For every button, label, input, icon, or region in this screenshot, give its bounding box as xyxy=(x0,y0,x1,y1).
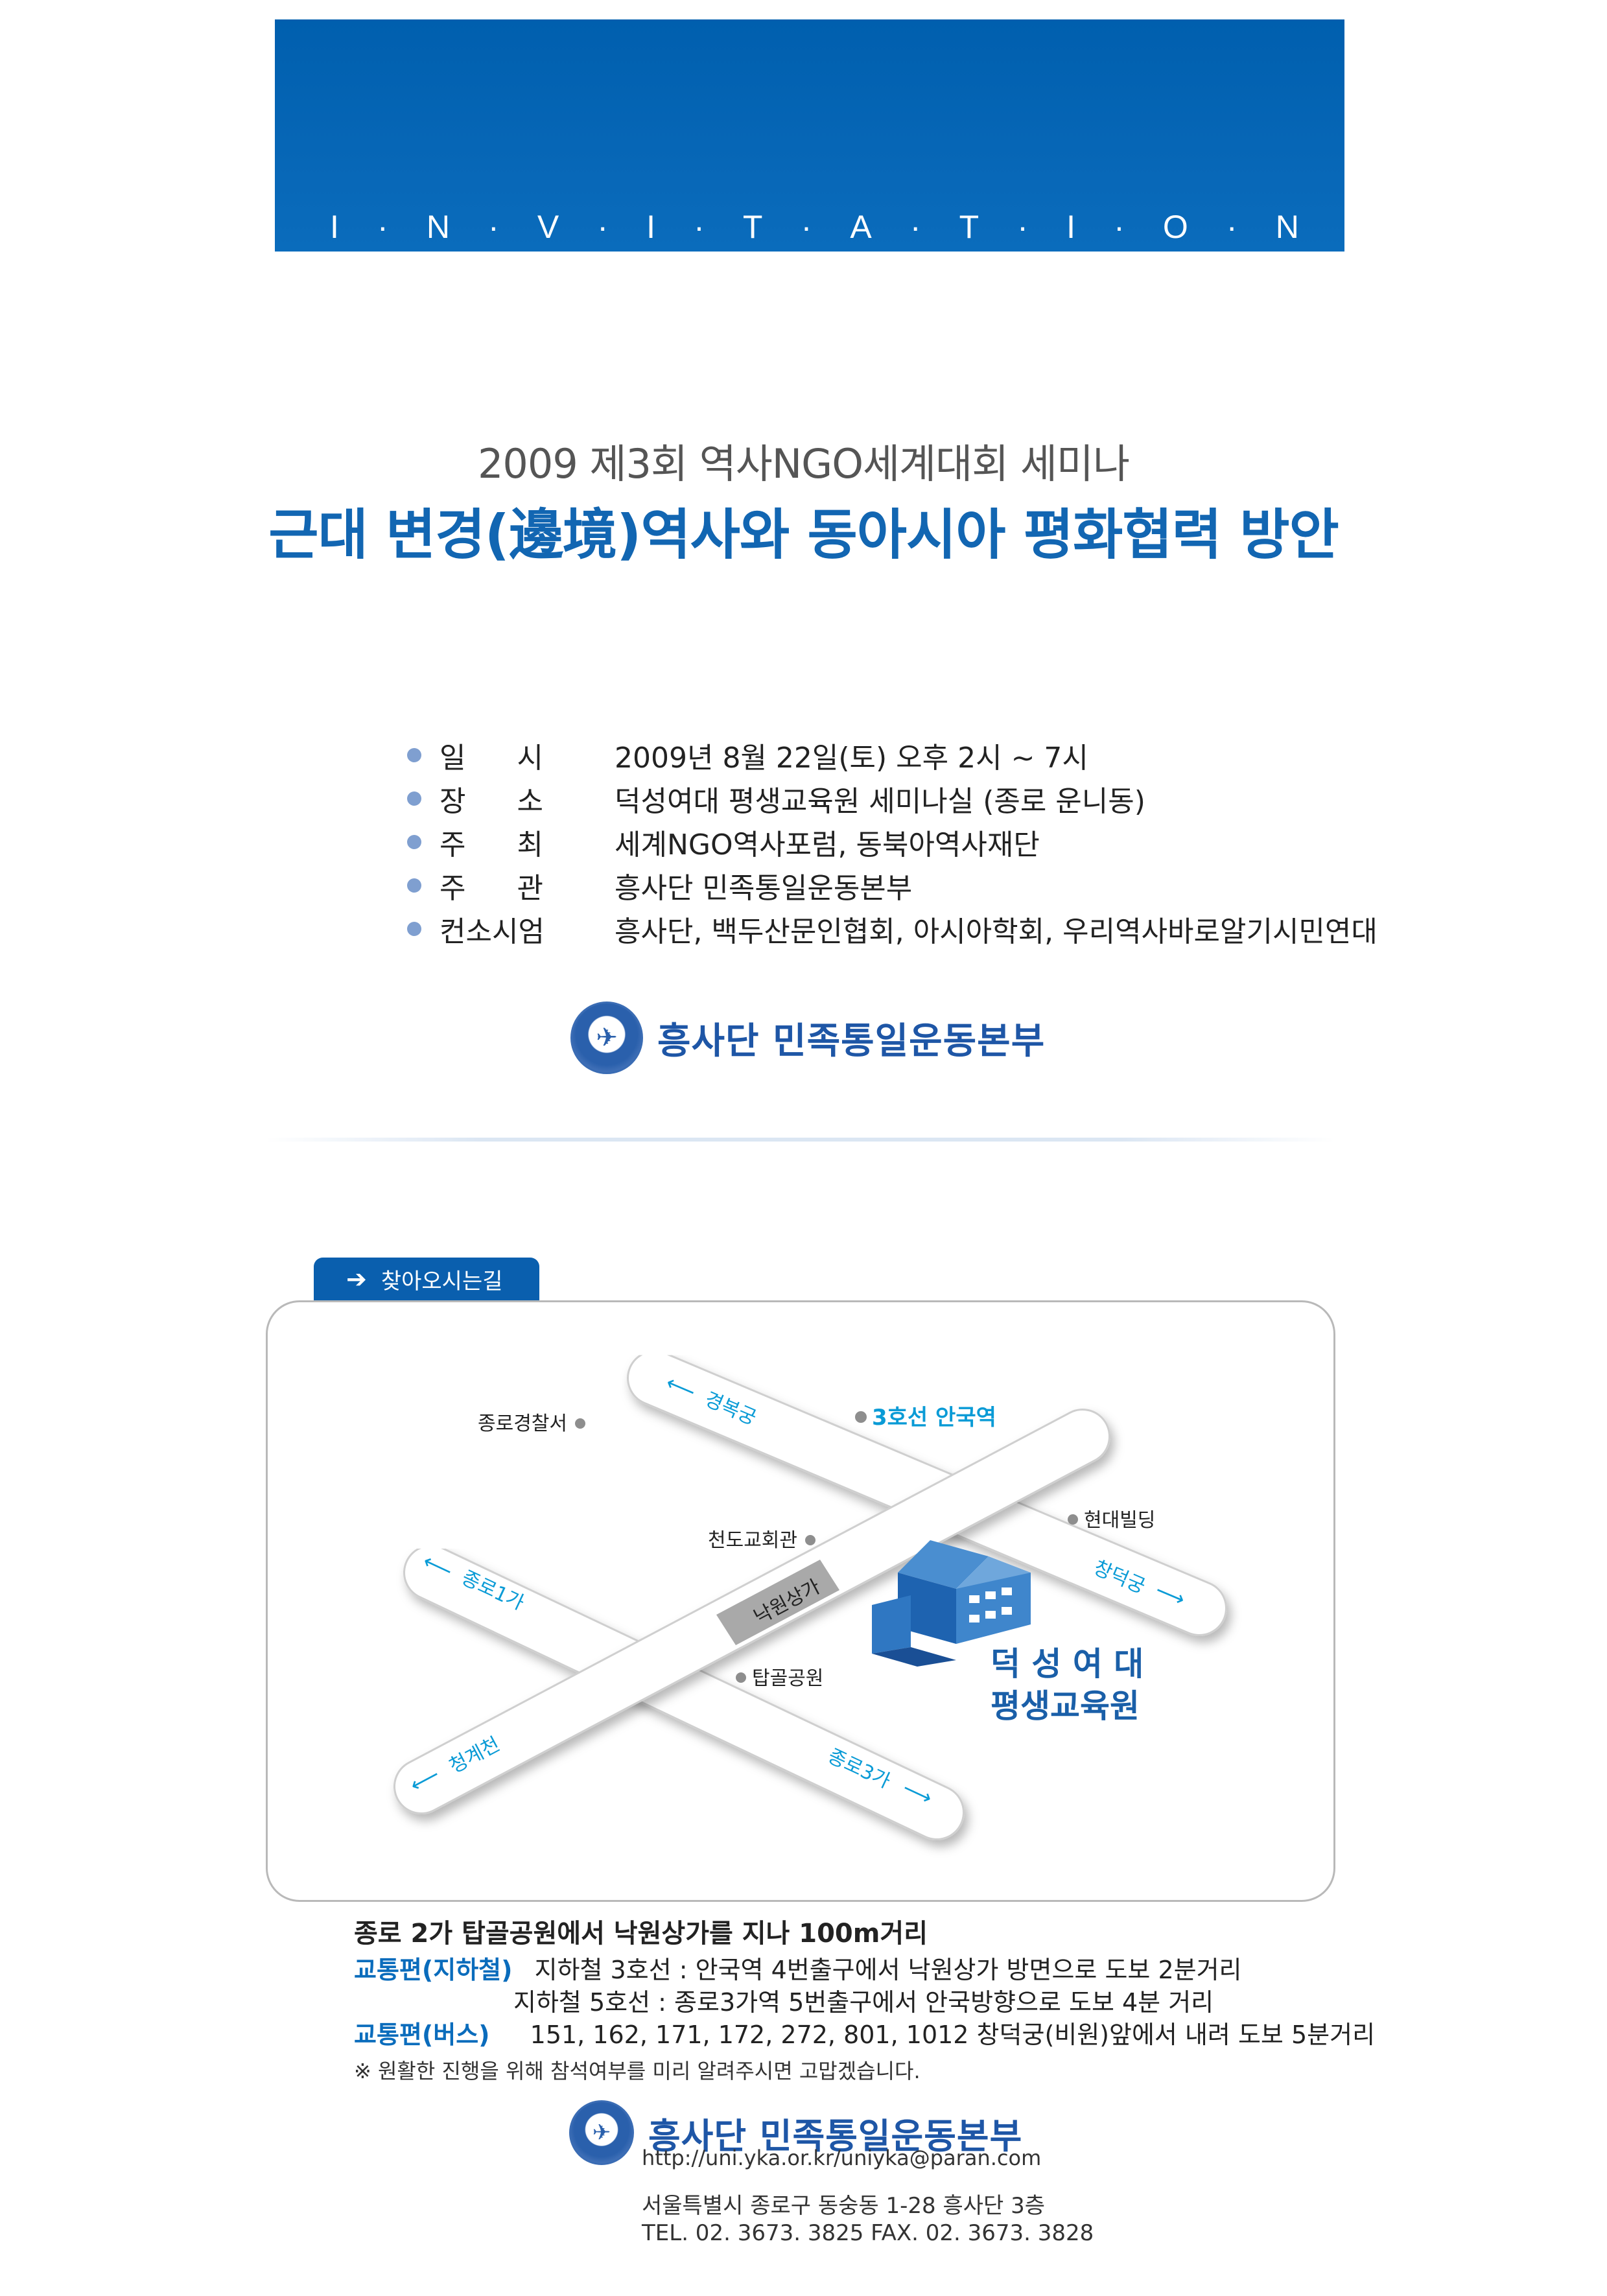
letter: · xyxy=(1114,209,1125,245)
subway-text-1: 지하철 3호선 : 안국역 4번출구에서 낙원상가 방면으로 도보 2분거리 xyxy=(534,1956,1242,1984)
letter: · xyxy=(597,209,608,245)
info-row-consortium: 컨소시엄 흥사단, 백두산문인협회, 아시아학회, 우리역사바로알기시민연대 xyxy=(407,909,1378,948)
footer-logo: ✈ 흥사단 민족통일운동본부 xyxy=(569,2100,1022,2165)
label-char: 소 xyxy=(517,785,543,818)
bullet-icon xyxy=(407,922,421,936)
letter: N xyxy=(1275,209,1299,245)
letter: · xyxy=(801,209,812,245)
bus-key: 교통편(버스) xyxy=(354,2021,490,2049)
bullet-icon xyxy=(407,748,421,762)
label-char: 최 xyxy=(517,828,543,861)
letter: · xyxy=(377,209,388,245)
info-value: 2009년 8월 22일(토) 오후 2시 ~ 7시 xyxy=(615,742,1088,775)
directions-headline: 종로 2가 탑골공원에서 낙원상가를 지나 100m거리 xyxy=(354,1919,928,1949)
bullet-icon xyxy=(407,791,421,806)
label-text: 3호선 안국역 xyxy=(872,1405,996,1431)
directions-tab-label: 찾아오시는길 xyxy=(381,1268,503,1294)
letter: I xyxy=(646,209,655,245)
label-text: 천도교회관 xyxy=(708,1529,797,1552)
label-text: 현대빌딩 xyxy=(1084,1509,1155,1532)
letter: T xyxy=(742,209,763,245)
letter: A xyxy=(850,209,872,245)
seminar-subtitle: 2009 제3회 역사NGO세계대회 세미나 xyxy=(477,440,1130,487)
section-divider xyxy=(266,1138,1335,1142)
map-point-cheondo: 천도교회관 xyxy=(708,1529,815,1552)
label-char: 장 xyxy=(440,785,466,818)
directions-tab: ➔ 찾아오시는길 xyxy=(314,1258,539,1300)
letter: · xyxy=(1226,209,1238,245)
label-text: 평생교육원 xyxy=(991,1687,1140,1725)
label-text: 종로경찰서 xyxy=(478,1412,567,1435)
map-target-label: 덕 성 여 대 평생교육원 xyxy=(991,1645,1144,1725)
subway-line-1: 교통편(지하철) 지하철 3호선 : 안국역 4번출구에서 낙원상가 방면으로 … xyxy=(354,1950,1242,1986)
info-value: 덕성여대 평생교육원 세미나실 (종로 운니동) xyxy=(615,785,1145,818)
org-logo: ✈ 흥사단 민족통일운동본부 xyxy=(570,1002,1045,1074)
label-text: 덕 성 여 대 xyxy=(991,1645,1144,1683)
info-value: 세계NGO역사포럼, 동북아역사재단 xyxy=(615,828,1040,861)
emblem-icon: ✈ xyxy=(570,1002,643,1074)
label-text: 탑골공원 xyxy=(752,1667,823,1690)
label-char: 관 xyxy=(517,872,543,905)
letter: · xyxy=(488,209,499,245)
letter: V xyxy=(537,209,559,245)
org-name: 흥사단 민족통일운동본부 xyxy=(657,1020,1046,1062)
label-char: 시 xyxy=(517,742,543,775)
map-point-jongno-police: 종로경찰서 xyxy=(478,1412,585,1435)
letter: · xyxy=(1017,209,1028,245)
footer-address: 서울특별시 종로구 동숭동 1-28 흥사단 3층 xyxy=(642,2193,1046,2219)
letter: T xyxy=(959,209,979,245)
subway-line-2: 지하철 5호선 : 종로3가역 5번출구에서 안국방향으로 도보 4분 거리 xyxy=(513,1988,1214,2017)
invitation-heading: I · N · V · I · T · A · T · I · O · N xyxy=(275,207,1344,246)
footer-org-name: 흥사단 민족통일운동본부 xyxy=(648,2115,1023,2157)
info-value: 흥사단 민족통일운동본부 xyxy=(615,872,913,905)
letter: · xyxy=(694,209,705,245)
label-char: 주 xyxy=(440,872,466,905)
footer-contact: http://uni.yka.or.kr/uniyka@paran.com xyxy=(642,2146,1042,2170)
building-icon xyxy=(872,1540,1031,1667)
seminar-title: 근대 변경(邊境)역사와 동아시아 평화협력 방안 xyxy=(268,503,1339,567)
map-point-tapgol: 탑골공원 xyxy=(736,1667,823,1690)
arrow-right-icon: ➔ xyxy=(346,1265,367,1293)
header-banner xyxy=(275,19,1344,252)
bullet-icon xyxy=(407,835,421,849)
rsvp-notice: ※ 원활한 진행을 위해 참석여부를 미리 알려주시면 고맙겠습니다. xyxy=(354,2059,921,2083)
map-point-anguk: 3호선 안국역 xyxy=(855,1405,996,1431)
location-map: 낙원상가 ⟵ 경복궁 창덕궁 ⟶ ⟵ 종로1가 종로3가 ⟶ ⟵ 청계천 종로경… xyxy=(393,1350,1227,1840)
letter: N xyxy=(426,209,450,245)
info-label: 컨소시엄 xyxy=(440,915,545,948)
subway-key: 교통편(지하철) xyxy=(354,1956,513,1984)
bus-text: 151, 162, 171, 172, 272, 801, 1012 창덕궁(비… xyxy=(530,2021,1376,2049)
label-char: 일 xyxy=(440,742,466,775)
letter: · xyxy=(909,209,921,245)
road-jongno xyxy=(403,1545,965,1840)
bus-line: 교통편(버스) 151, 162, 171, 172, 272, 801, 10… xyxy=(354,2015,1375,2050)
letter: O xyxy=(1162,209,1188,245)
letter: I xyxy=(330,209,339,245)
bullet-icon xyxy=(407,878,421,893)
map-point-hyundai: 현대빌딩 xyxy=(1068,1509,1155,1532)
label-char: 주 xyxy=(440,828,466,861)
emblem-icon: ✈ xyxy=(569,2100,634,2165)
footer-tel: TEL. 02. 3673. 3825 FAX. 02. 3673. 3828 xyxy=(642,2220,1094,2246)
letter: I xyxy=(1066,209,1075,245)
info-value: 흥사단, 백두산문인협회, 아시아학회, 우리역사바로알기시민연대 xyxy=(615,915,1378,948)
